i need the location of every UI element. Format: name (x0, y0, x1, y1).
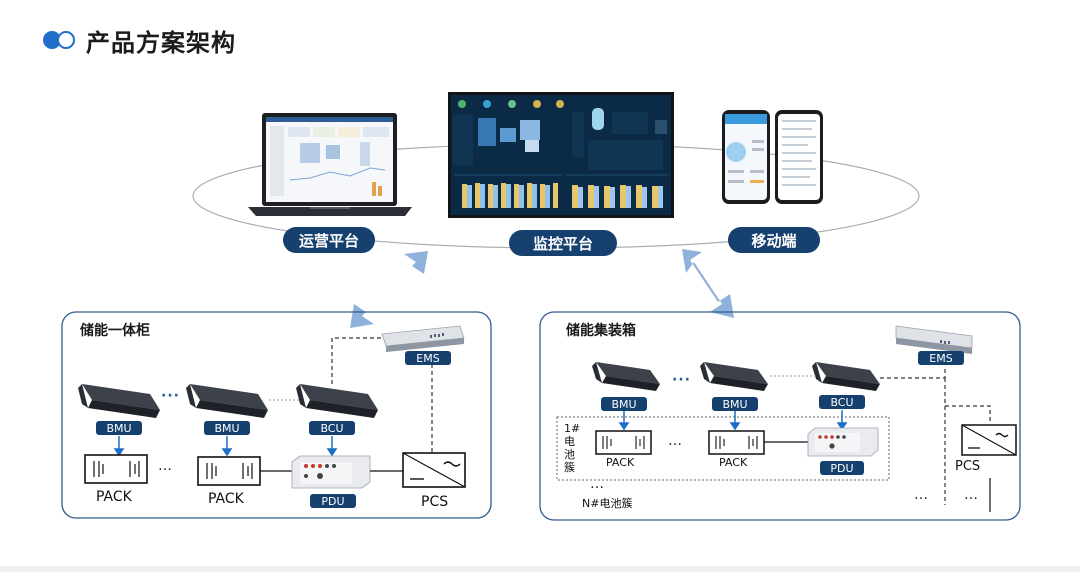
mobile-platform-label: 移动端 (728, 227, 820, 253)
pack-box-right-2 (708, 430, 765, 455)
phone-icon-2 (775, 110, 823, 204)
cluster-1-label: 1# 电 池 簇 (564, 422, 581, 474)
left-box-title: 储能一体柜 (80, 323, 150, 339)
pack-box-right-1 (595, 430, 652, 455)
pack-label-right-2: PACK (719, 456, 748, 469)
pack-box-left-2 (197, 456, 261, 486)
bcu-device-right (812, 362, 880, 391)
pcs-box-left (402, 452, 466, 488)
ellipsis-right-bottom-2: … (964, 487, 979, 503)
right-box-title: 储能集装箱 (566, 323, 636, 339)
bmu-device-left-2 (186, 384, 268, 418)
pdu-tag-left: PDU (310, 494, 356, 508)
operation-platform-label: 运营平台 (283, 227, 375, 253)
right-box-frame (539, 311, 1021, 521)
pcs-label-left: PCS (421, 494, 449, 510)
ellipsis-right-clusters: … (590, 476, 605, 492)
cluster-n-label: N#电池簇 (582, 497, 633, 510)
bcu-tag-left: BCU (309, 421, 355, 435)
pack-label-left-2: PACK (208, 491, 244, 507)
pack-label-left-1: PACK (96, 489, 132, 505)
pdu-device-left (291, 455, 371, 489)
pcs-box-right (961, 424, 1017, 456)
pdu-device-right (807, 427, 879, 457)
monitor-screen-icon (448, 92, 674, 218)
bmu-device-left-1 (78, 384, 160, 418)
page-title-group: 产品方案架构 (42, 22, 236, 58)
title-bullet-icon (43, 31, 75, 49)
pcs-label-right: PCS (955, 459, 981, 474)
double-arrow-right-icon (682, 249, 734, 318)
phone-icon-1 (722, 110, 770, 204)
bmu-device-right-2 (700, 362, 768, 391)
bmu-device-right-1 (592, 362, 660, 391)
ellipsis-right-bottom-1: … (914, 487, 929, 503)
ellipsis-left-packs: … (158, 458, 173, 474)
bottom-divider (0, 566, 1080, 572)
ems-tag-right: EMS (918, 351, 964, 365)
ems-device-right (895, 325, 973, 354)
pack-box-left-1 (84, 454, 148, 484)
bmu-tag-right-2: BMU (712, 397, 758, 411)
cluster-frame (556, 416, 890, 481)
bcu-tag-right: BCU (819, 395, 865, 409)
ems-device-left (381, 325, 465, 352)
double-arrow-left-icon (350, 251, 428, 328)
left-box-frame (61, 311, 492, 519)
laptop-icon (248, 113, 412, 216)
bmu-tag-right-1: BMU (601, 397, 647, 411)
bmu-tag-left-2: BMU (204, 421, 250, 435)
pdu-tag-right: PDU (820, 461, 864, 475)
pack-label-right-1: PACK (606, 456, 635, 469)
bmu-tag-left-1: BMU (96, 421, 142, 435)
monitoring-platform-label: 监控平台 (509, 230, 617, 256)
bcu-device-left (296, 384, 378, 418)
ems-tag-left: EMS (405, 351, 451, 365)
ellipsis-right-packs: … (668, 433, 683, 449)
ellipsis-left-devices: ··· (161, 388, 180, 404)
ellipsis-right-devices: ··· (672, 372, 691, 388)
page-title: 产品方案架构 (86, 28, 236, 57)
